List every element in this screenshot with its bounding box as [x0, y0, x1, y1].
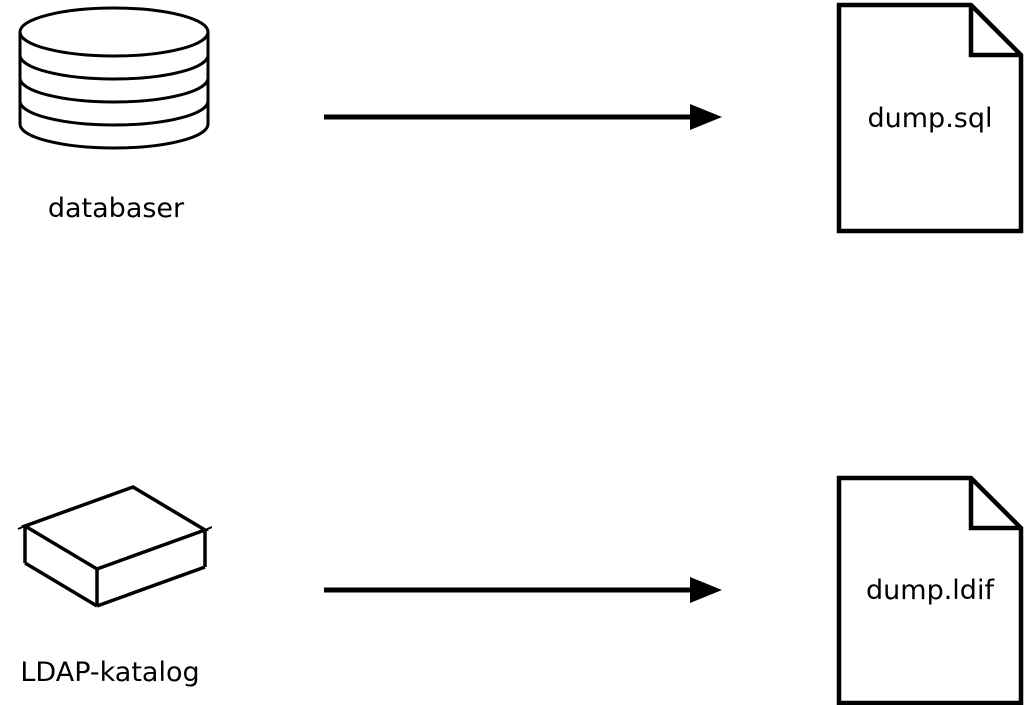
ldap-box-icon	[16, 482, 212, 612]
arrow-right-icon	[324, 573, 724, 607]
source-label-ldap: LDAP-katalog	[20, 657, 200, 688]
file-name-label: dump.sql	[867, 102, 993, 134]
document-icon: dump.sql	[836, 2, 1024, 234]
document-icon: dump.ldif	[836, 475, 1024, 705]
source-label-database: databaser	[47, 193, 185, 224]
file-name-label: dump.ldif	[866, 574, 994, 606]
database-cylinder-icon	[18, 4, 210, 152]
arrow-right-icon	[324, 100, 724, 134]
